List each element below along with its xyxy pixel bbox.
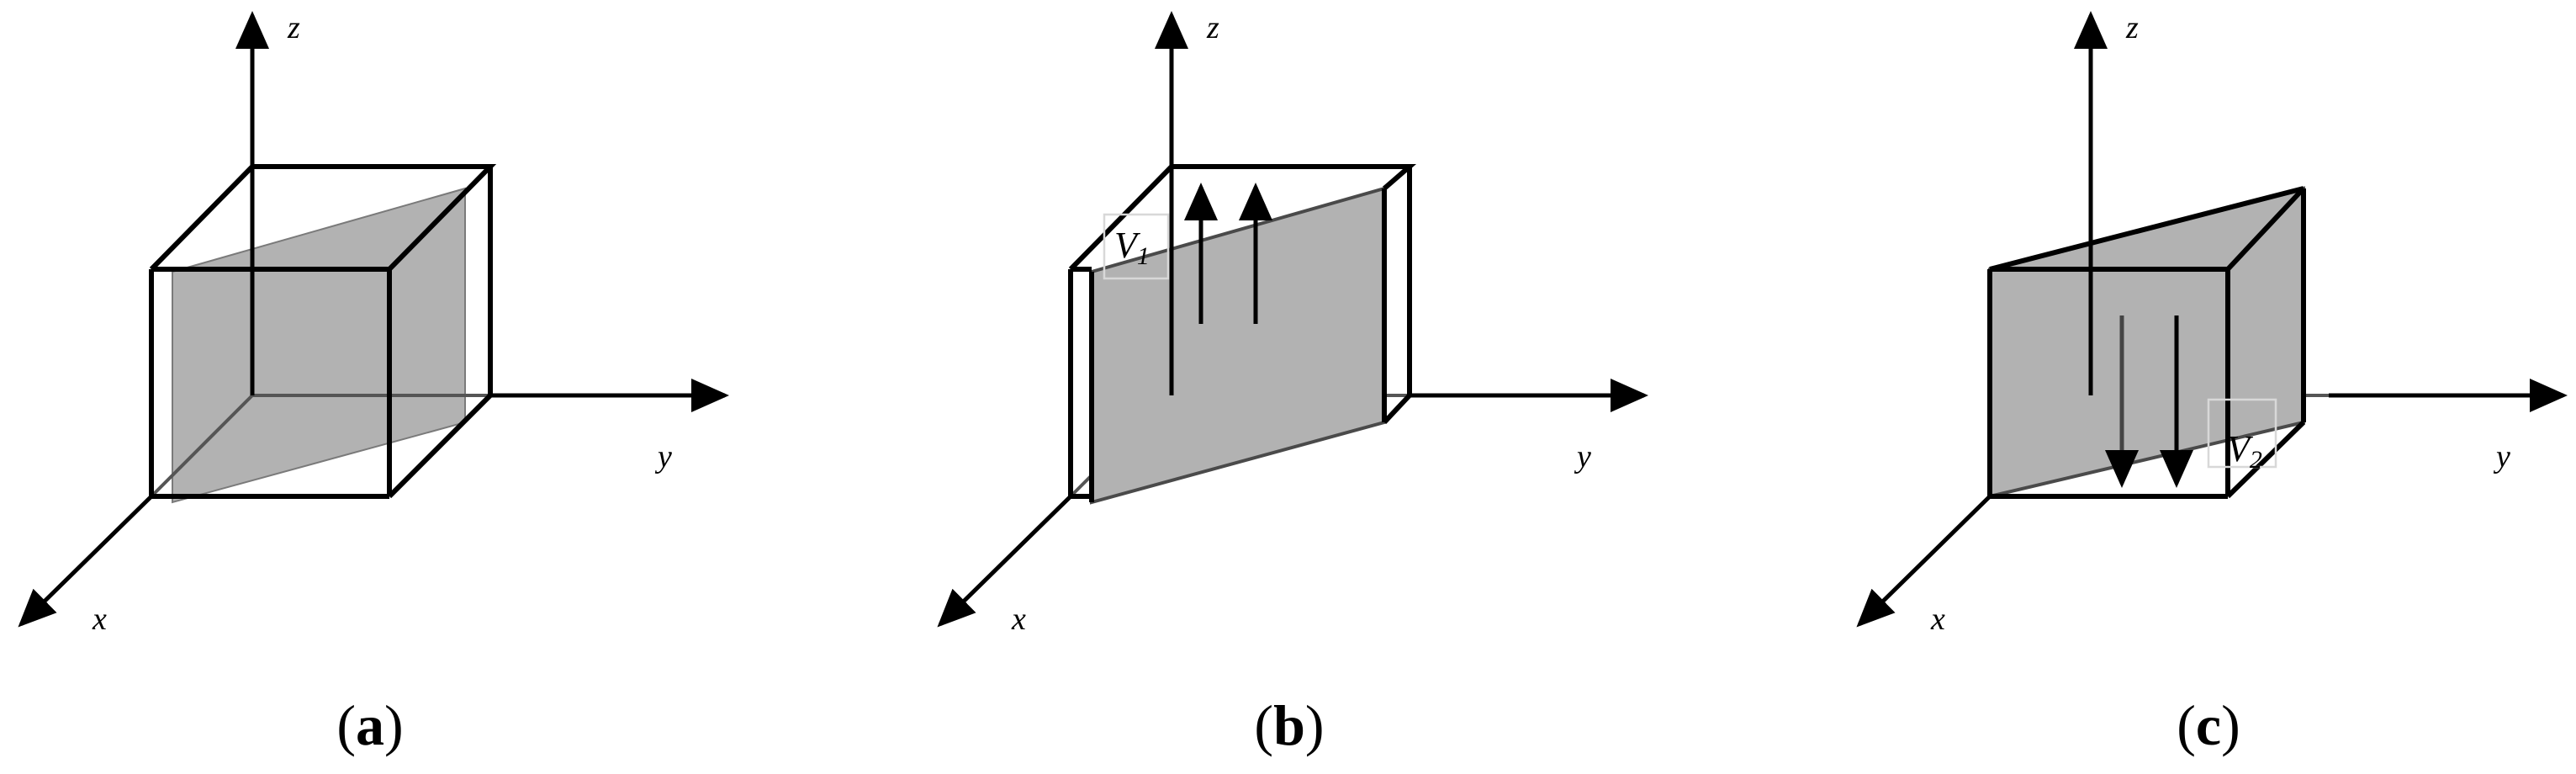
x-label-c: x	[1930, 602, 1945, 637]
panel-c: V2 z y x (c)	[1856, 10, 2568, 757]
panel-b: V1 z y x (b)	[937, 10, 1648, 757]
x-label-b: x	[1011, 602, 1026, 637]
box-edges-b	[1068, 164, 1417, 502]
y-label-a: y	[654, 439, 672, 474]
y-label-c: y	[2493, 439, 2510, 474]
z-label-c: z	[2125, 10, 2139, 45]
panel-a: z y x (a)	[18, 10, 729, 757]
panel-caption-a: (a)	[336, 693, 403, 757]
x-axis-b	[937, 495, 1072, 628]
velocity-label-box-b	[1103, 213, 1170, 280]
velocity-label-c: V2	[2227, 428, 2262, 474]
panel-caption-b: (b)	[1254, 693, 1324, 757]
velocity-label-box-c	[2207, 398, 2277, 469]
box-edges-a	[149, 164, 497, 499]
x-label-a: x	[92, 602, 107, 637]
x-axis-a	[18, 495, 153, 628]
panel-caption-c: (c)	[2177, 693, 2240, 757]
box-edges-c	[1987, 186, 2306, 499]
y-label-b: y	[1574, 439, 1591, 474]
z-label-a: z	[287, 10, 300, 45]
z-label-b: z	[1206, 10, 1219, 45]
x-axis-c	[1856, 495, 1992, 628]
velocity-label-b: V1	[1114, 225, 1150, 270]
